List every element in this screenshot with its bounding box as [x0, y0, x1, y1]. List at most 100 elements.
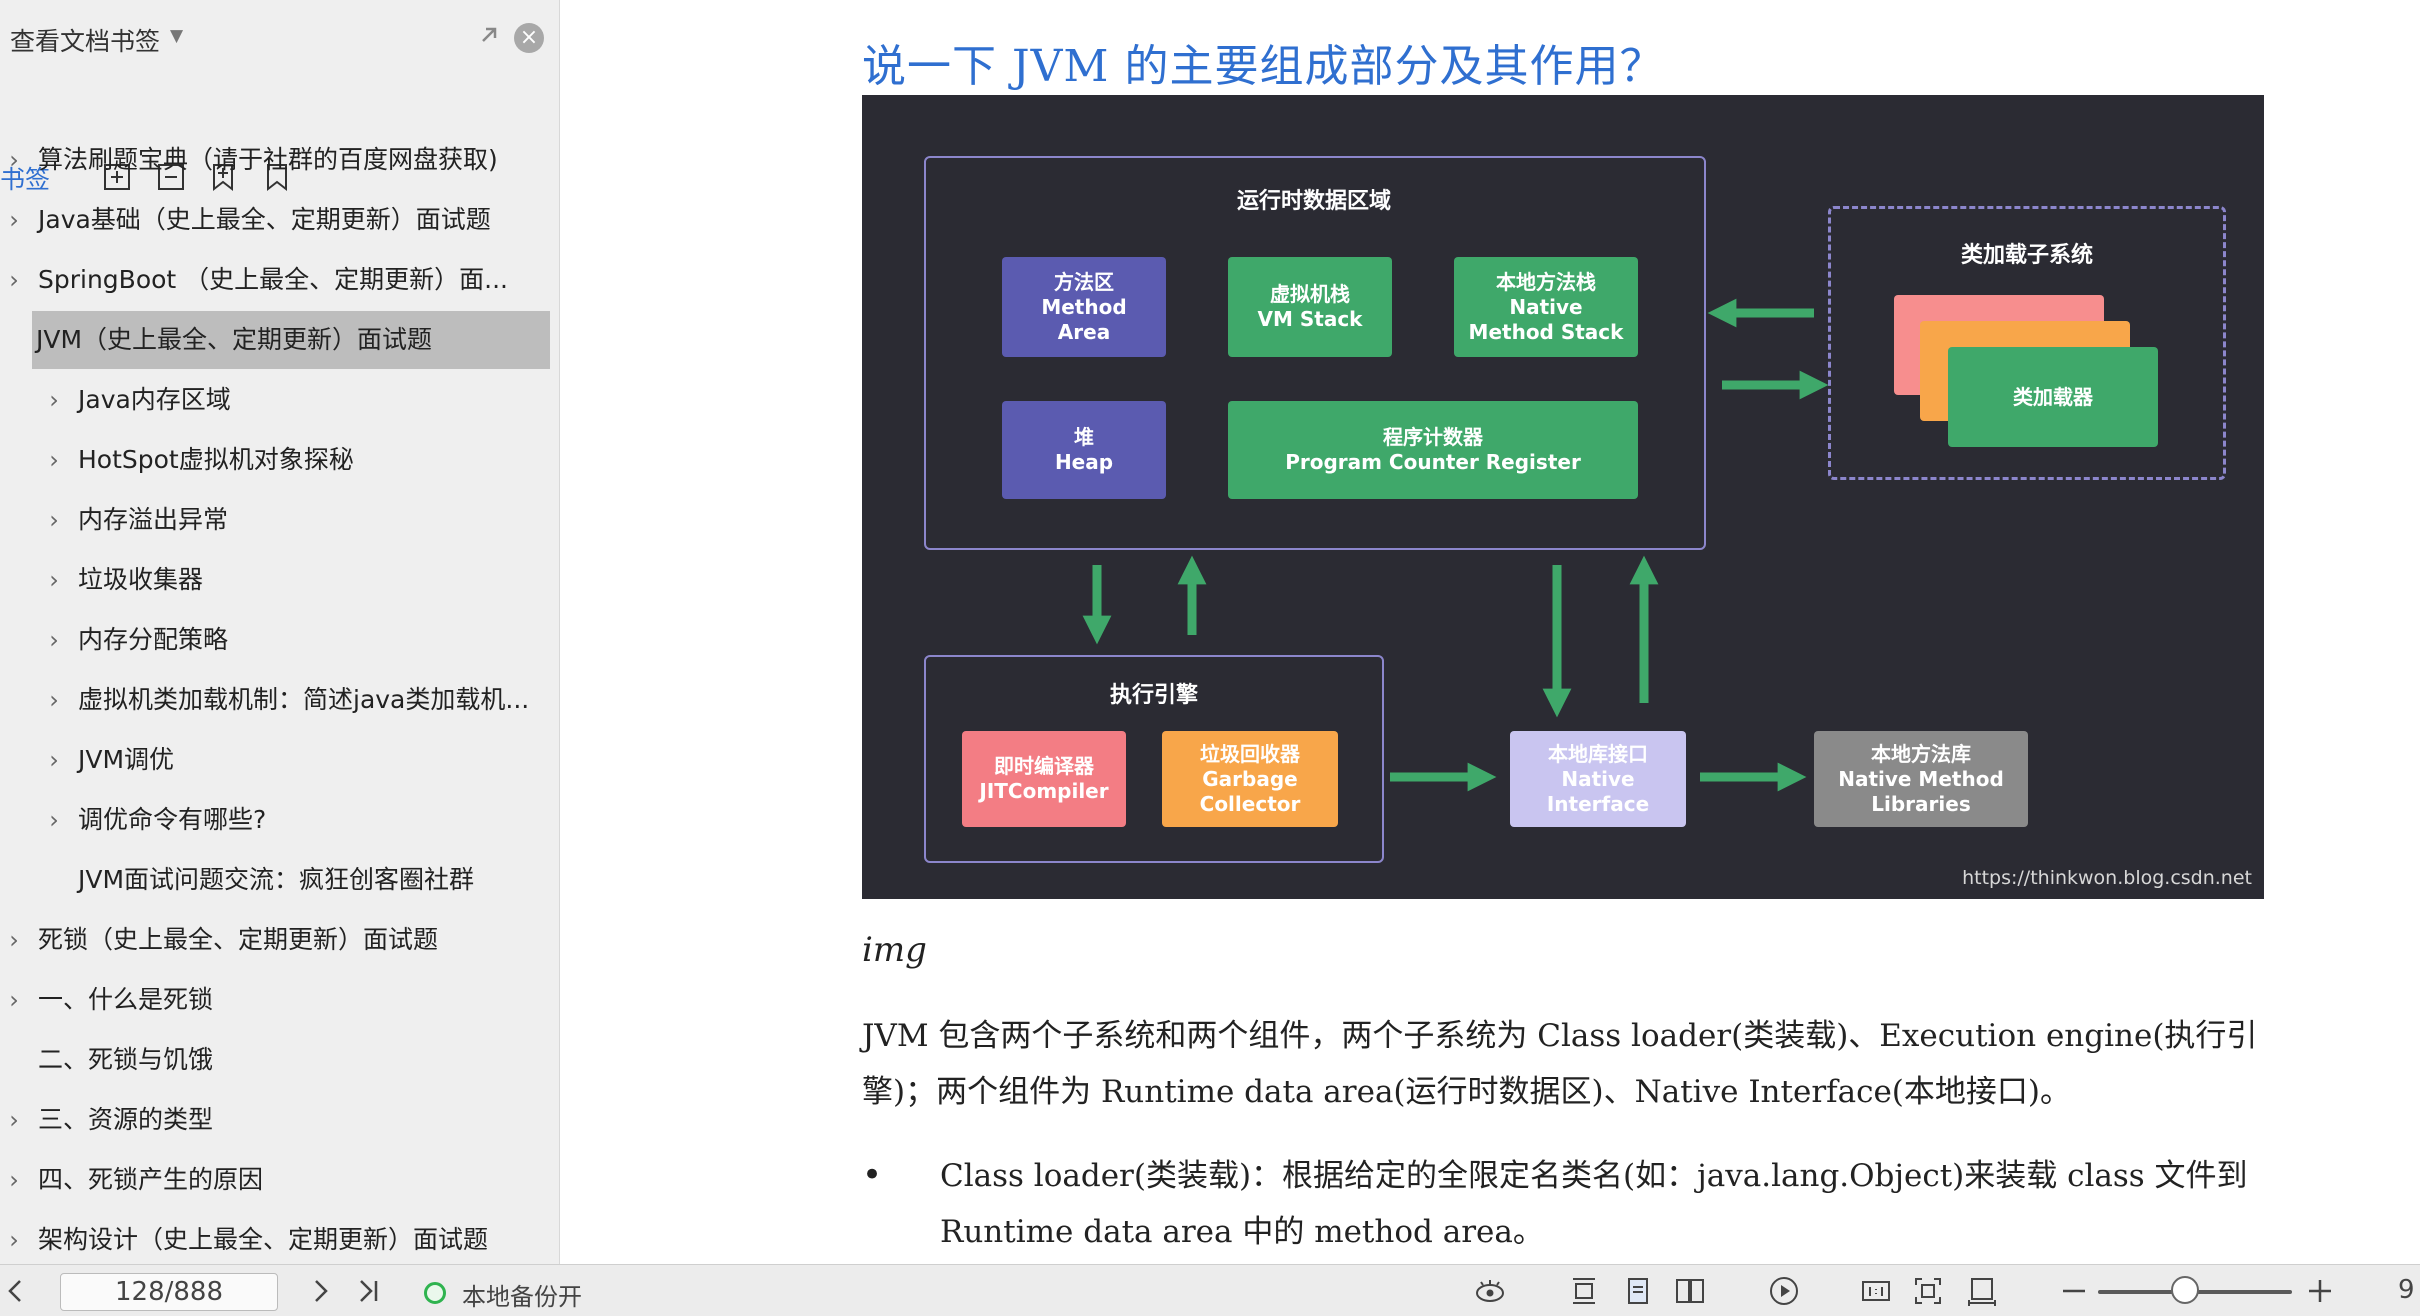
close-icon[interactable]: × [514, 23, 544, 53]
chevron-down-icon[interactable]: ▼ [170, 26, 184, 46]
chevron-right-icon[interactable]: › [49, 746, 59, 774]
bookmark-item[interactable]: › 一、什么是死锁 [0, 971, 550, 1029]
runtime-data-area [924, 156, 1706, 550]
zoom-level-label[interactable]: 9 [2398, 1275, 2415, 1305]
class-loader-subsystem [1828, 206, 2226, 480]
chevron-right-icon[interactable]: › [49, 566, 59, 594]
next-page-icon[interactable] [304, 1275, 336, 1307]
chevron-right-icon[interactable]: › [9, 1226, 19, 1254]
bookmark-item[interactable]: ›三、资源的类型 [0, 1091, 550, 1149]
bookmark-item[interactable]: JVM面试问题交流：疯狂创客圈社群 [0, 851, 550, 909]
bookmark-item[interactable]: › Java内存区域 [0, 371, 550, 429]
bookmark-item-label: 内存分配策略 [78, 625, 229, 654]
body-paragraph: JVM 包含两个子系统和两个组件，两个子系统为 Class loader(类装载… [862, 1018, 2258, 1110]
undock-panel-icon[interactable] [474, 20, 504, 50]
bookmark-item-label: 调优命令有哪些? [78, 805, 267, 834]
class-loader-block: 类加载器 [1948, 347, 2158, 447]
bookmark-icon[interactable] [262, 162, 292, 192]
last-page-icon[interactable] [352, 1275, 384, 1307]
fit-width-icon[interactable] [1966, 1275, 1998, 1307]
chevron-right-icon[interactable]: › [9, 1106, 19, 1134]
bookmark-item[interactable]: ›垃圾收集器 [0, 551, 550, 609]
backup-status-icon [424, 1282, 446, 1304]
bookmark-item-label: Java基础（史上最全、定期更新）面试题 [38, 205, 491, 234]
bookmark-item-label: 死锁（史上最全、定期更新）面试题 [38, 925, 439, 954]
zoom-out-icon[interactable] [2058, 1275, 2090, 1307]
chevron-right-icon[interactable]: › [9, 206, 19, 234]
two-page-icon[interactable] [1674, 1275, 1706, 1307]
bookmark-item[interactable]: › 内存溢出异常 [0, 491, 550, 549]
figure-watermark: https://thinkwon.blog.csdn.net [1962, 867, 2252, 889]
chevron-right-icon[interactable]: › [49, 506, 59, 534]
bookmark-item[interactable]: › 架构设计（史上最全、定期更新）面试题 [0, 1211, 550, 1269]
bookmark-item-label: 虚拟机类加载机制：简述java类加载机... [78, 685, 530, 714]
bookmark-item[interactable]: › 四、死锁产生的原因 [0, 1151, 550, 1209]
page-number-input[interactable]: 128/888 [60, 1273, 278, 1311]
chevron-right-icon[interactable]: › [9, 146, 19, 174]
bookmark-item[interactable]: › Java基础（史上最全、定期更新）面试题 [0, 191, 550, 249]
eye-protection-icon[interactable] [1474, 1275, 1506, 1307]
chevron-right-icon[interactable]: › [9, 986, 19, 1014]
bookmark-item-label: 二、死锁与饥饿 [38, 1045, 214, 1074]
bookmark-item[interactable]: › HotSpot虚拟机对象探秘 [0, 431, 550, 489]
bookmark-item[interactable]: › 调优命令有哪些? [0, 791, 550, 849]
chevron-right-icon[interactable]: › [49, 446, 59, 474]
bookmark-item[interactable]: › JVM调优 [0, 731, 550, 789]
chevron-right-icon[interactable]: › [49, 386, 59, 414]
bookmark-item-label: 内存溢出异常 [78, 505, 229, 534]
single-page-icon[interactable] [1622, 1275, 1654, 1307]
fit-page-icon[interactable] [1912, 1275, 1944, 1307]
bookmark-item-label: 算法刷题宝典（请于社群的百度网盘获取) [38, 145, 498, 174]
runtime-area-title: 运行时数据区域 [1236, 189, 1391, 214]
status-bar: 128/888 本地备份开 [0, 1264, 2420, 1316]
bookmark-item-label: 一、什么是死锁 [38, 985, 214, 1014]
image-caption: img [862, 930, 927, 970]
backup-status-label[interactable]: 本地备份开 [462, 1283, 582, 1311]
collapse-all-icon[interactable] [156, 162, 186, 192]
bookmark-item[interactable]: ›JVM（史上最全、定期更新）面试题 [32, 311, 550, 369]
bookmark-item-label: HotSpot虚拟机对象探秘 [78, 445, 354, 474]
bookmark-item-label: SpringBoot （史上最全、定期更新）面... [38, 265, 509, 294]
expand-all-icon[interactable] [102, 162, 132, 192]
bookmark-item[interactable]: 二、死锁与饥饿 [0, 1031, 550, 1089]
bookmark-item-label: 架构设计（史上最全、定期更新）面试题 [38, 1225, 489, 1254]
bookmark-item-label: 四、死锁产生的原因 [38, 1165, 264, 1194]
actual-size-icon[interactable] [1860, 1275, 1892, 1307]
bookmark-item-label: JVM调优 [78, 745, 175, 774]
add-bookmark-icon[interactable] [208, 162, 238, 192]
page-title: 说一下 JVM 的主要组成部分及其作用？ [862, 41, 1665, 92]
bookmark-item[interactable]: › 算法刷题宝典（请于社群的百度网盘获取) [0, 131, 550, 189]
zoom-in-icon[interactable] [2304, 1275, 2336, 1307]
chevron-right-icon[interactable]: › [49, 686, 59, 714]
bookmark-item-label: Java内存区域 [78, 385, 231, 414]
bookmark-panel-header: 查看文档书签 ▼ × [0, 0, 560, 78]
bookmark-item-label: JVM面试问题交流：疯狂创客圈社群 [78, 865, 475, 894]
bullet-item: Class loader(类装载)：根据给定的全限定名类名(如：java.lan… [940, 1158, 2248, 1250]
panel-title[interactable]: 查看文档书签 [10, 27, 161, 56]
chevron-right-icon[interactable]: › [9, 926, 19, 954]
bookmark-item[interactable]: › 虚拟机类加载机制：简述java类加载机... [0, 671, 550, 729]
play-slideshow-icon[interactable] [1768, 1275, 1800, 1307]
chevron-right-icon[interactable]: › [49, 806, 59, 834]
previous-page-icon[interactable] [0, 1275, 32, 1307]
zoom-slider-handle[interactable] [2171, 1276, 2200, 1304]
chevron-right-icon[interactable]: › [49, 626, 59, 654]
chevron-right-icon[interactable]: › [9, 266, 19, 294]
bookmark-item[interactable]: › 死锁（史上最全、定期更新）面试题 [0, 911, 550, 969]
bullet-marker: • [862, 1155, 883, 1195]
continuous-scroll-icon[interactable] [1568, 1275, 1600, 1307]
bookmark-item[interactable]: › 内存分配策略 [0, 611, 550, 669]
bookmark-item[interactable]: › SpringBoot （史上最全、定期更新）面... [0, 251, 550, 309]
chevron-right-icon[interactable]: › [9, 1166, 19, 1194]
